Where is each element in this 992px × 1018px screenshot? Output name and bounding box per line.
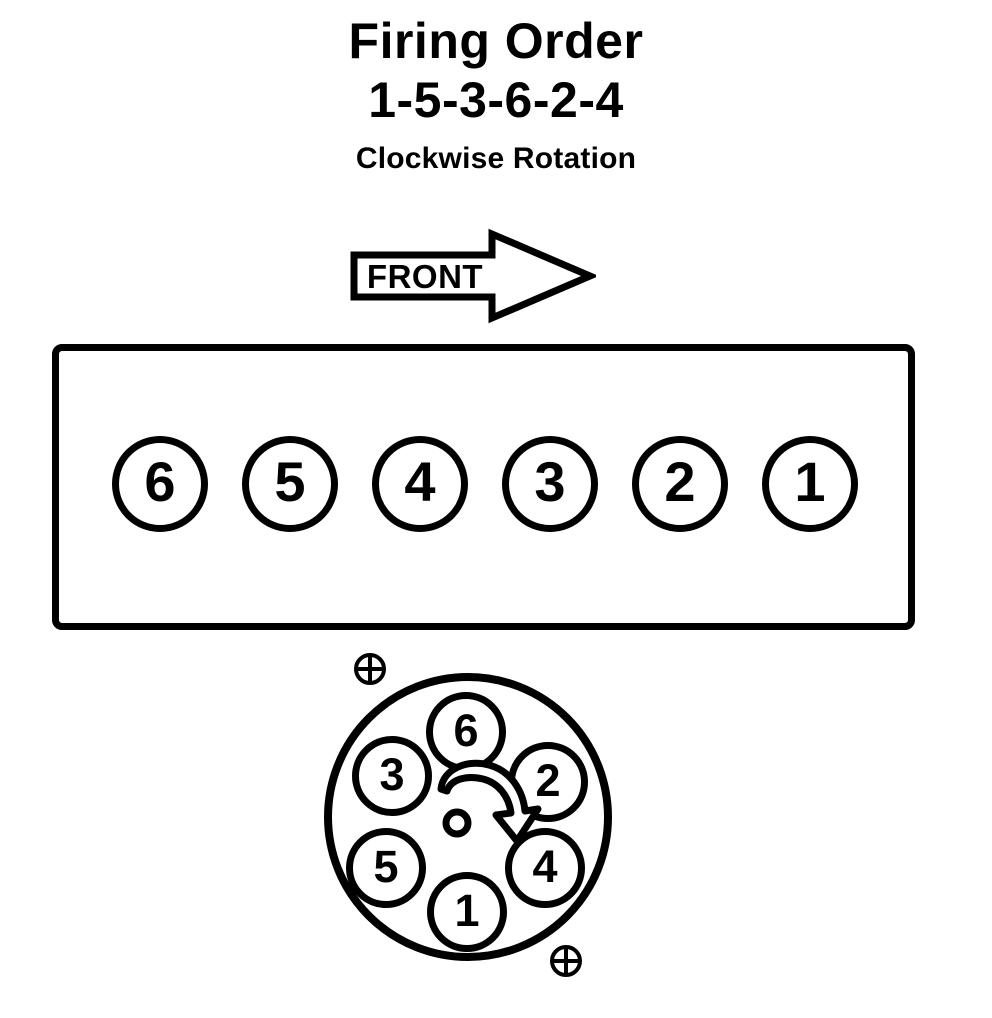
cylinder-5-label: 5 bbox=[274, 450, 306, 513]
front-label: FRONT bbox=[366, 258, 484, 295]
front-direction-indicator: FRONT bbox=[350, 228, 596, 324]
rotor-rotation-indicator bbox=[437, 757, 547, 849]
cylinder-1-label: 1 bbox=[794, 450, 826, 513]
cylinder-2-label: 2 bbox=[664, 450, 696, 513]
distributor-terminal-3-label: 3 bbox=[379, 748, 405, 800]
cylinder-5[interactable]: 5 bbox=[242, 436, 338, 532]
cylinder-6-label: 6 bbox=[144, 450, 176, 513]
cylinder-2[interactable]: 2 bbox=[632, 436, 728, 532]
cylinder-1[interactable]: 1 bbox=[762, 436, 858, 532]
arrow-right-outline-icon bbox=[350, 228, 596, 324]
cylinder-6[interactable]: 6 bbox=[112, 436, 208, 532]
cylinder-3-label: 3 bbox=[534, 450, 566, 513]
page-title: Firing Order bbox=[348, 13, 644, 69]
cylinder-3[interactable]: 3 bbox=[502, 436, 598, 532]
cylinder-4[interactable]: 4 bbox=[372, 436, 468, 532]
firing-order-value: 1-5-3-6-2-4 bbox=[368, 72, 624, 128]
curved-arrow-clockwise-icon bbox=[437, 759, 542, 845]
distributor-terminal-6-label: 6 bbox=[453, 704, 479, 756]
distributor-terminal-1-label: 1 bbox=[454, 884, 480, 936]
crosshair-icon bbox=[550, 945, 582, 977]
crosshair-icon-top-left bbox=[352, 651, 388, 687]
crosshair-icon-bottom-right bbox=[548, 943, 584, 979]
heading-block: Firing Order 1-5-3-6-2-4 Clockwise Rotat… bbox=[0, 12, 992, 180]
distributor-terminal-2-label: 2 bbox=[535, 754, 561, 806]
distributor-terminal-3[interactable]: 3 bbox=[352, 736, 432, 816]
rotation-direction-label: Clockwise Rotation bbox=[355, 142, 637, 175]
distributor-terminal-6[interactable]: 6 bbox=[426, 692, 506, 772]
cylinder-4-label: 4 bbox=[404, 450, 436, 513]
distributor-terminal-5[interactable]: 5 bbox=[346, 828, 426, 908]
distributor-terminal-5-label: 5 bbox=[373, 840, 399, 892]
distributor-terminal-4-label: 4 bbox=[532, 840, 558, 892]
crosshair-icon bbox=[354, 653, 386, 685]
distributor-terminal-1[interactable]: 1 bbox=[427, 872, 507, 952]
